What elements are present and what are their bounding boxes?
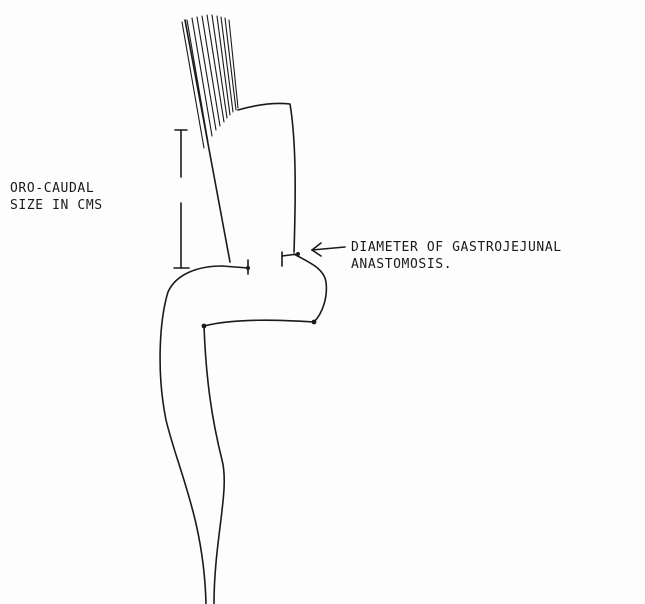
jejunal-limb (160, 254, 326, 604)
anastomosis-markers (222, 252, 300, 274)
size-bracket (174, 130, 189, 268)
diameter-label-line1: DIAMETER OF GASTROJEJUNAL (351, 239, 562, 256)
oro-caudal-size-label: ORO-CAUDAL SIZE IN CMS (10, 180, 103, 214)
gastric-pouch (185, 20, 295, 262)
diameter-label-line2: ANASTOMOSIS. (351, 256, 562, 273)
size-label-line1: ORO-CAUDAL (10, 180, 103, 197)
size-label-line2: SIZE IN CMS (10, 197, 103, 214)
esophagus-hatching (182, 15, 238, 148)
anastomosis-diameter-label: DIAMETER OF GASTROJEJUNAL ANASTOMOSIS. (351, 239, 562, 273)
arrow-icon (312, 243, 345, 256)
